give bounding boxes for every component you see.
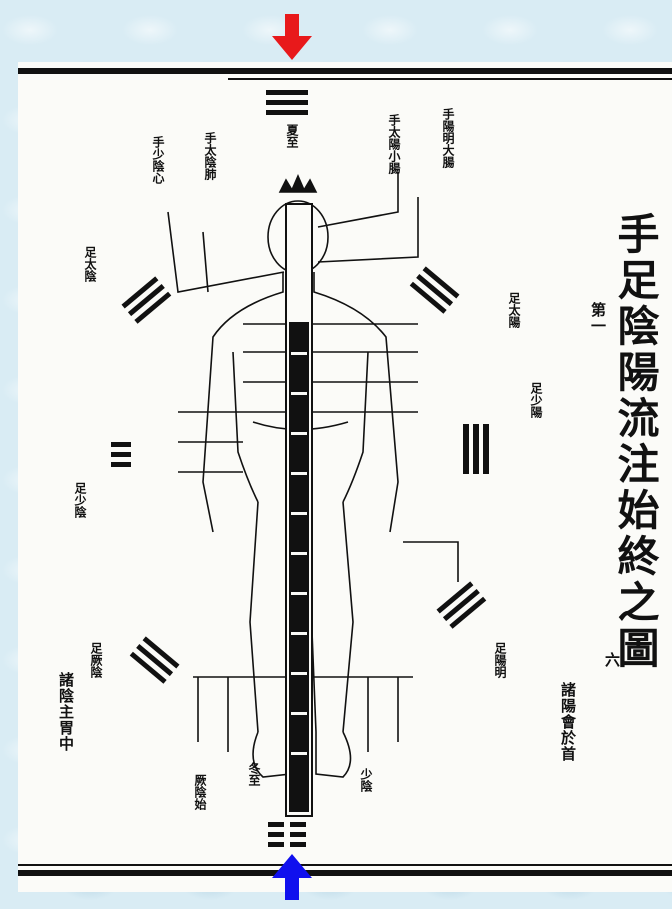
bottom-border-thin xyxy=(18,864,672,866)
left-caption: 諸陰主胃中 xyxy=(58,672,73,752)
label-mid-left-1: 足太陰 xyxy=(84,246,96,282)
label-lower-left: 足厥陰 xyxy=(90,642,102,678)
label-bottom-right: 少陰 xyxy=(360,768,372,792)
right-caption: 諸陽會於首 xyxy=(560,682,575,762)
label-upper-right-2: 手太陽小腸 xyxy=(388,114,400,174)
page-number: 六 xyxy=(604,652,619,668)
down-arrow-icon xyxy=(270,12,314,62)
label-mid-right-1: 足太陽 xyxy=(508,292,520,328)
label-bottom-center: 冬至 xyxy=(248,762,260,786)
label-upper-right-1: 手陽明大腸 xyxy=(442,108,454,168)
page-title: 手足陰陽流注始終之圖 xyxy=(614,212,656,672)
label-mid-left-2: 足少陰 xyxy=(74,482,86,518)
scroll-sheet: 手足陰陽流注始終之圖 第一 六 諸陰主胃中 諸陽會於首 夏至 冬至 厥陰始 少陰… xyxy=(18,62,672,892)
section-label: 第一 xyxy=(590,302,605,334)
label-mid-right-2: 足少陽 xyxy=(530,382,542,418)
up-arrow-icon xyxy=(270,852,314,902)
label-top-center: 夏至 xyxy=(286,124,298,148)
bottom-border-rule xyxy=(18,870,672,876)
label-bottom-left: 厥陰始 xyxy=(194,774,206,810)
label-upper-left-1: 手太陰肺 xyxy=(204,132,216,180)
label-upper-left-2: 手少陰心 xyxy=(152,136,164,184)
label-lower-right: 足陽明 xyxy=(494,642,506,678)
